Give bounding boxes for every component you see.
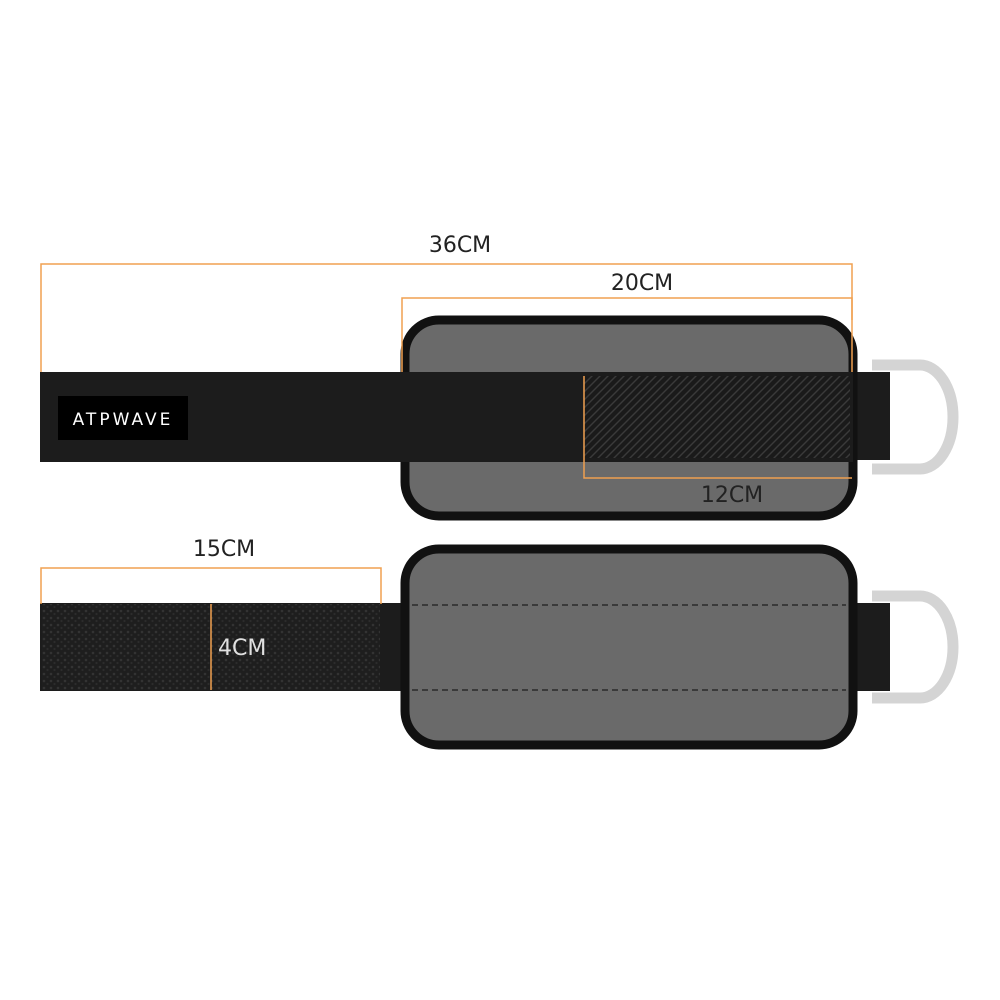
bottom-strap-assembly xyxy=(40,544,959,750)
velcro-length-label: 12CM xyxy=(701,483,763,508)
total-length-label: 36CM xyxy=(429,233,491,258)
hook-length-bracket xyxy=(40,567,382,604)
top-dimensions xyxy=(40,263,853,479)
bottom-dimensions xyxy=(40,567,382,690)
pad-length-label: 20CM xyxy=(611,271,673,296)
hook-length-label: 15CM xyxy=(193,537,255,562)
bottom-padded-cuff xyxy=(400,544,858,750)
bottom-d-ring xyxy=(872,590,959,704)
top-d-ring xyxy=(872,359,959,475)
pad-length-bracket xyxy=(401,297,853,372)
strap-width-label: 4CM xyxy=(218,636,266,661)
brand-label: ATPWAVE xyxy=(73,410,174,430)
velcro-length-bracket xyxy=(583,376,852,479)
brand-label-box xyxy=(58,396,188,440)
velcro-mesh-panel xyxy=(584,376,850,458)
top-strap-assembly: ATPWAVE xyxy=(40,315,959,521)
